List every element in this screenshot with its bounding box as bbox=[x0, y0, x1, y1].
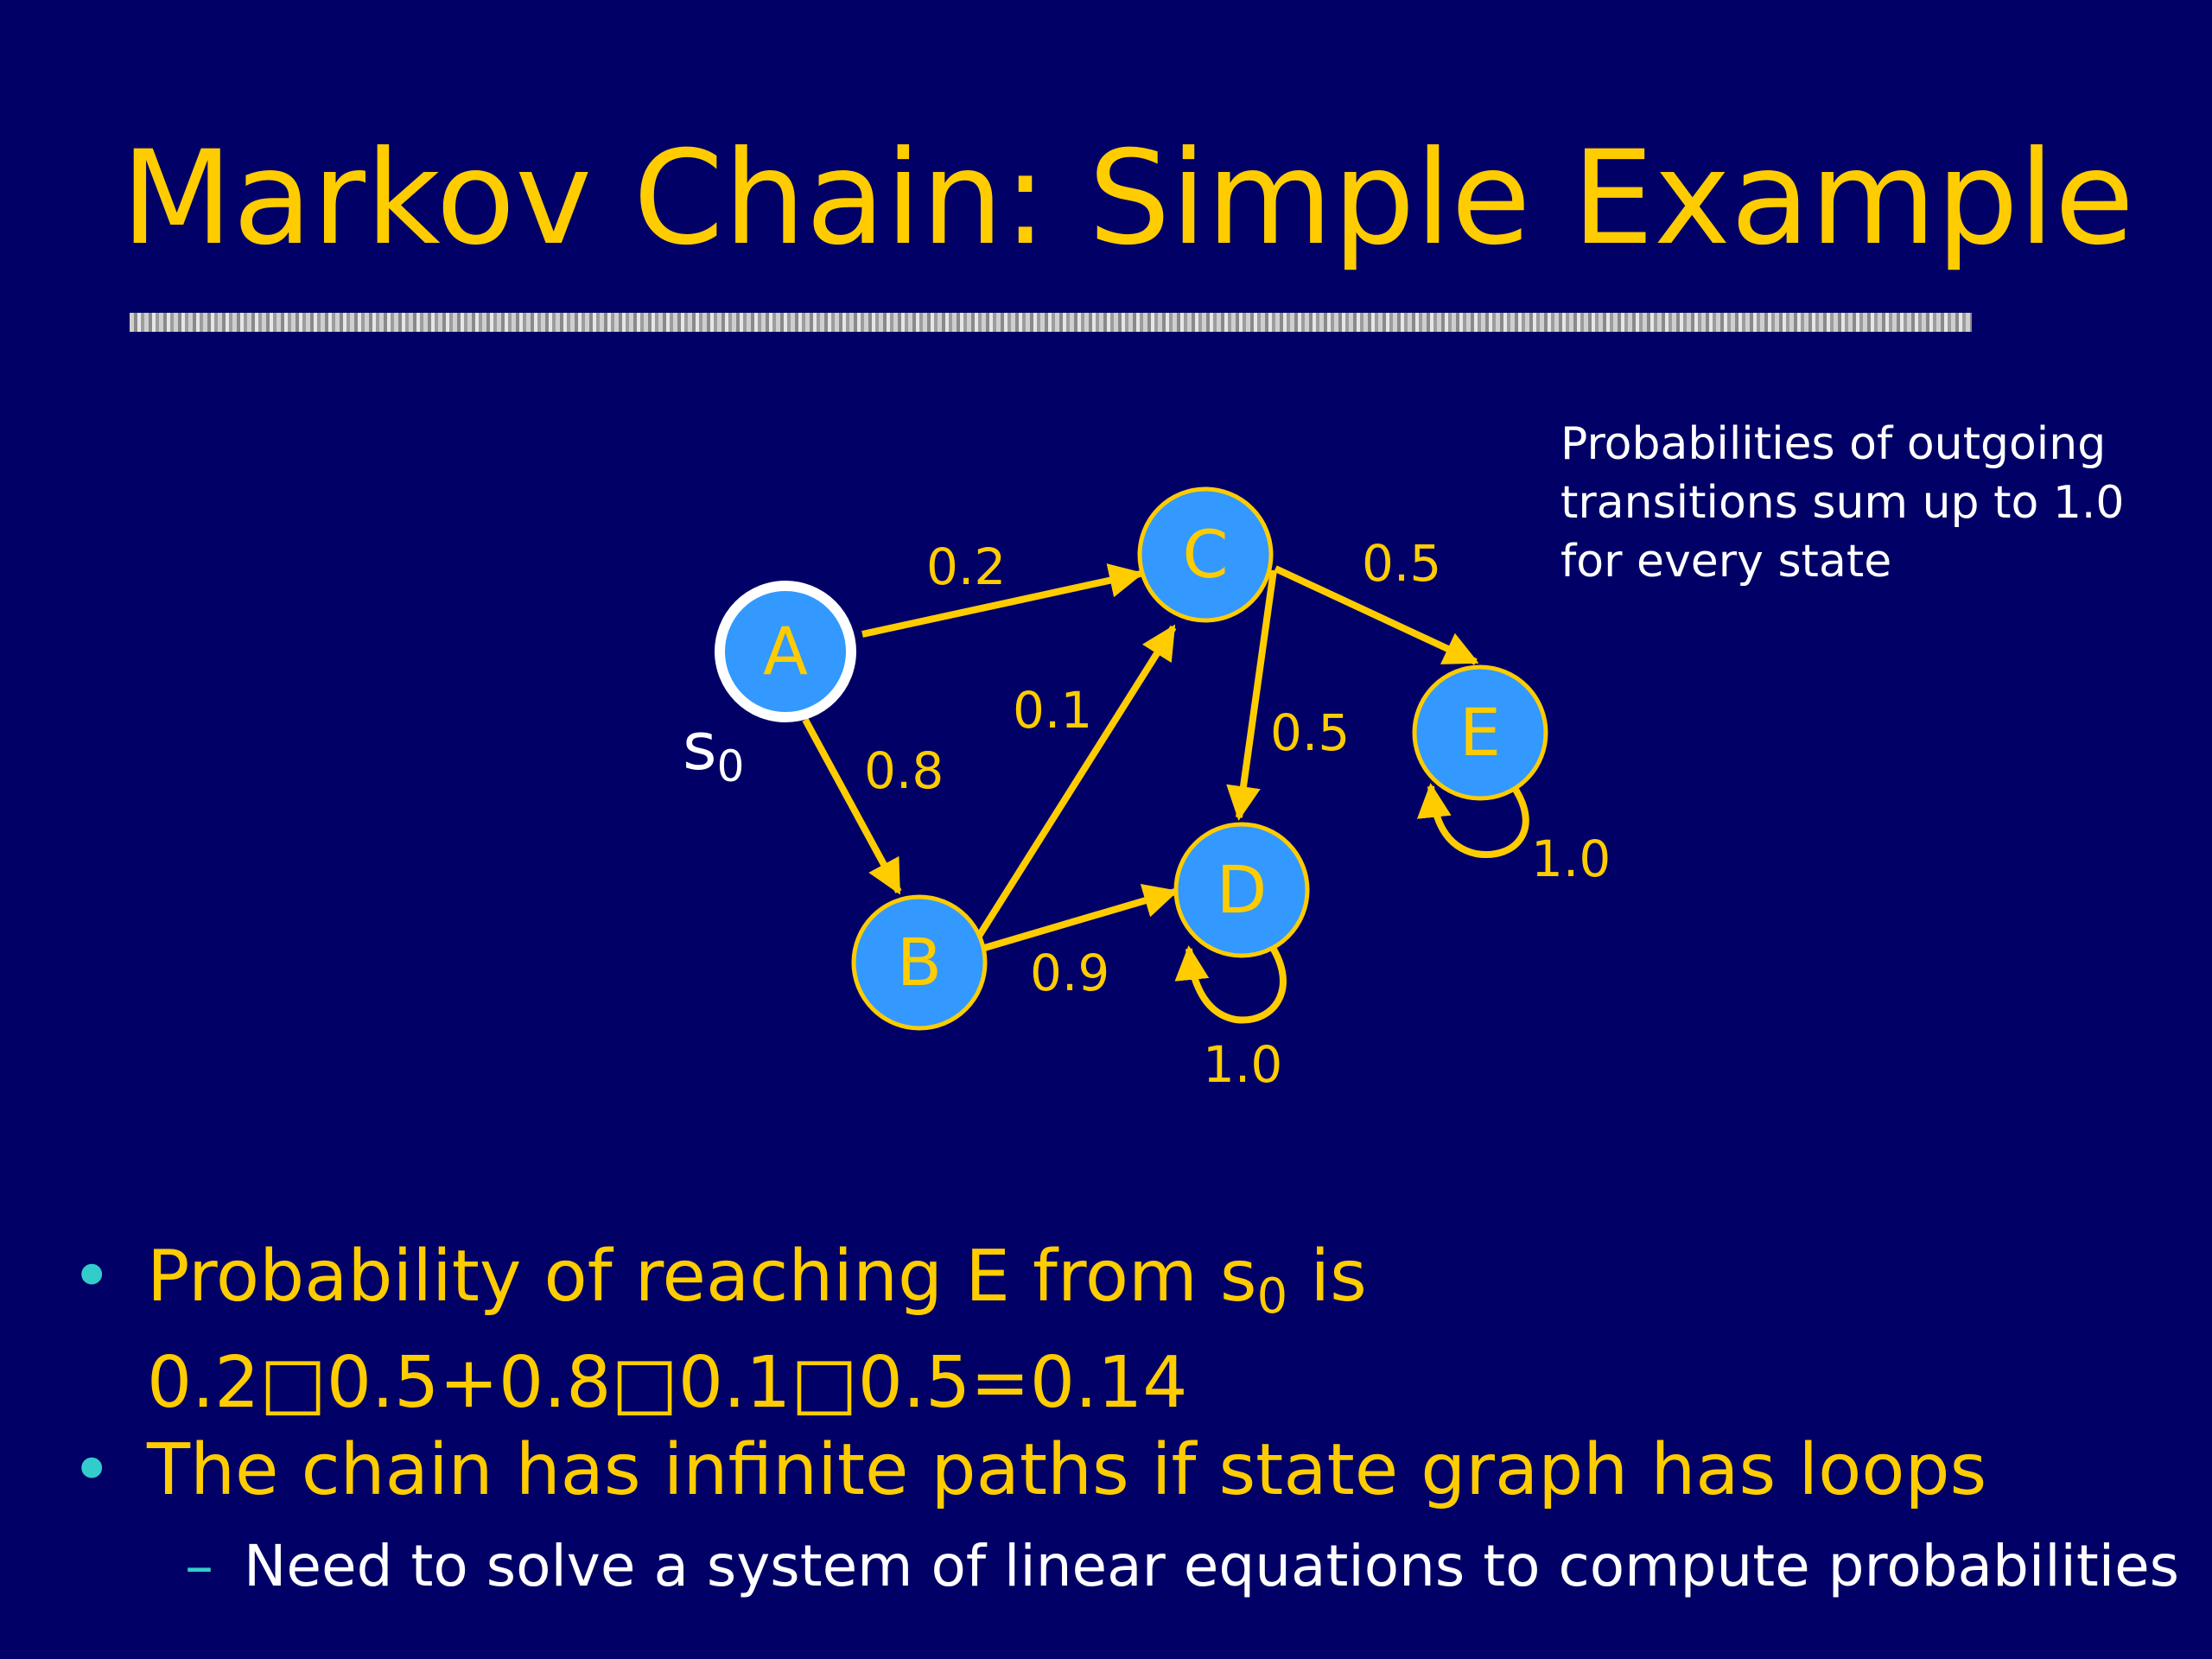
note-line: transitions sum up to 1.0 bbox=[1560, 477, 2125, 529]
sub-bullet-dash: – bbox=[185, 1533, 213, 1599]
edge-b-d bbox=[980, 883, 1179, 952]
bullet-infinite-paths: • The chain has infinite paths if state … bbox=[71, 1427, 1987, 1514]
edge-label-e-e: 1.0 bbox=[1531, 830, 1611, 888]
initial-state-label: s0 bbox=[683, 708, 744, 791]
edge-c-d bbox=[1226, 569, 1277, 821]
bullet-reach-probability: • Probability of reaching E from s0 is 0… bbox=[71, 1234, 1367, 1427]
edge-label-b-d: 0.9 bbox=[1030, 944, 1109, 1002]
title-divider bbox=[130, 313, 1972, 332]
edge-label-c-e: 0.5 bbox=[1362, 534, 1441, 593]
edge-b-c bbox=[973, 624, 1177, 943]
slide-title: Markov Chain: Simple Example bbox=[121, 124, 2135, 274]
note-line: Probabilities of outgoing bbox=[1560, 418, 2107, 470]
edge-d-d bbox=[1174, 934, 1287, 1024]
transition-edges bbox=[802, 563, 1529, 1024]
svg-text:D: D bbox=[1217, 851, 1268, 928]
edge-label-b-c: 0.1 bbox=[1013, 681, 1092, 740]
sub-bullet-linear-equations: – Need to solve a system of linear equat… bbox=[185, 1528, 2180, 1605]
svg-text:A: A bbox=[763, 613, 808, 690]
probability-note: Probabilities of outgoing transitions su… bbox=[1560, 415, 2183, 591]
state-b: B bbox=[851, 894, 988, 1031]
edge-a-c bbox=[861, 563, 1144, 638]
edge-e-e bbox=[1416, 775, 1529, 858]
edge-label-a-c: 0.2 bbox=[926, 537, 1006, 596]
state-e: E bbox=[1412, 664, 1548, 801]
bullet-line-1: Probability of reaching E from s0 is bbox=[147, 1236, 1367, 1325]
svg-text:E: E bbox=[1459, 694, 1501, 771]
bullet-text: The chain has infinite paths if state gr… bbox=[147, 1429, 1987, 1511]
edge-label-d-d: 1.0 bbox=[1203, 1035, 1282, 1094]
edge-c-e bbox=[1274, 565, 1479, 665]
bullet-dot: • bbox=[71, 1429, 113, 1511]
edge-a-b bbox=[802, 718, 902, 895]
state-c: C bbox=[1137, 486, 1274, 623]
state-d: D bbox=[1173, 822, 1310, 958]
svg-text:C: C bbox=[1182, 516, 1228, 593]
svg-text:B: B bbox=[897, 924, 942, 1001]
bullet-dot: • bbox=[71, 1236, 113, 1318]
edge-label-a-b: 0.8 bbox=[864, 741, 944, 800]
edge-label-c-d: 0.5 bbox=[1270, 703, 1350, 762]
state-a: A bbox=[715, 581, 856, 722]
sub-bullet-text: Need to solve a system of linear equatio… bbox=[244, 1533, 2180, 1599]
bullet-line-2: 0.2□0.5+0.8□0.1□0.5=0.14 bbox=[147, 1342, 1188, 1424]
note-line: for every state bbox=[1560, 536, 1892, 588]
